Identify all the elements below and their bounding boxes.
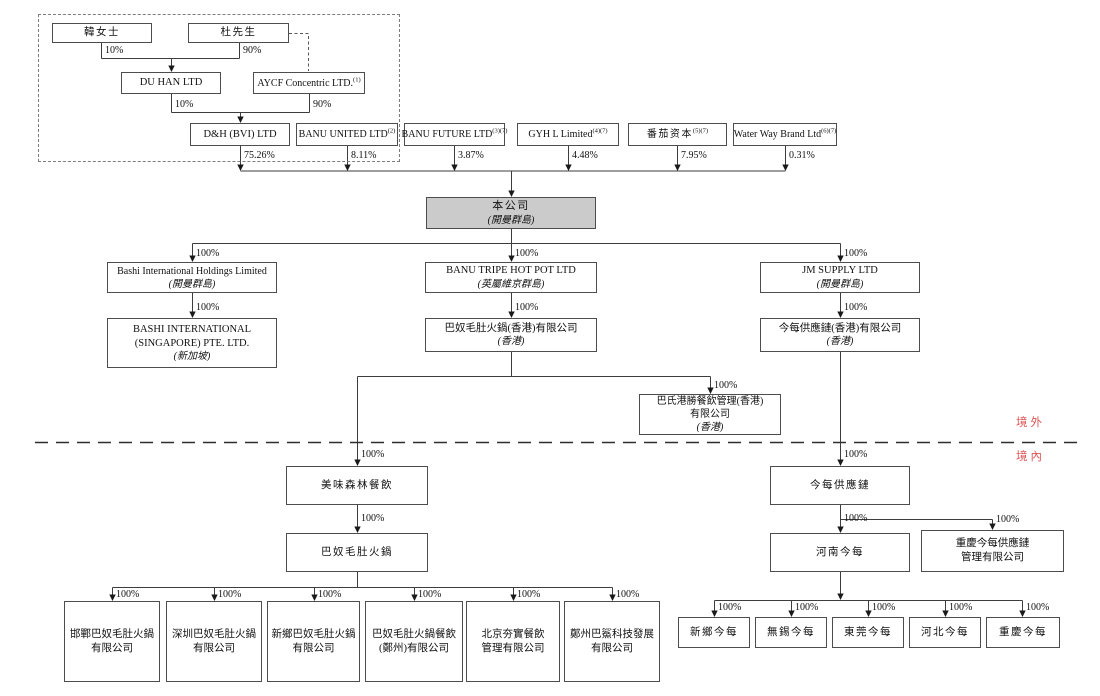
pct-to-chongqing-jinmei: 100% — [1026, 602, 1050, 613]
pct-tomato-to-company: 7.95% — [681, 150, 707, 161]
node-chongqing-jinmei: 重慶今每 — [986, 617, 1060, 648]
pct-to-zhengzhou-banu: 100% — [418, 589, 442, 600]
footnote-ref: (4)(7) — [592, 127, 608, 135]
node-mr-du: 杜先生 — [188, 23, 289, 43]
pct-company-to-bashi: 100% — [196, 248, 220, 259]
pct-to-handan: 100% — [116, 589, 140, 600]
footnote-ref: (1) — [353, 76, 361, 84]
pct-banu-hk-to-meiwei: 100% — [361, 449, 385, 460]
pct-duhan-to-dh: 10% — [175, 99, 194, 110]
pct-waterway-to-company: 0.31% — [789, 150, 815, 161]
pct-to-zhengzhou-basha: 100% — [616, 589, 640, 600]
node-bashi-singapore: BASHI INTERNATIONAL (SINGAPORE) PTE. LTD… — [107, 318, 277, 368]
node-jm-supply-ltd: JM SUPPLY LTD (開曼群島) — [760, 262, 920, 293]
node-banu-tripe-hot-pot: BANU TRIPE HOT POT LTD (英屬維京群島) — [425, 262, 597, 293]
pct-bashi-to-singapore: 100% — [196, 302, 220, 313]
node-henan-jinmei: 河南今每 — [770, 533, 910, 572]
pct-tripe-to-banu-hk: 100% — [515, 302, 539, 313]
pct-banu-hk-to-gangsheng: 100% — [714, 380, 738, 391]
node-tomato-capital: 番茄资本(5)(7) — [628, 123, 727, 146]
node-banu-hk: 巴奴毛肚火鍋(香港)有限公司 (香港) — [425, 318, 597, 352]
node-dongguan-jinmei: 東莞今每 — [832, 617, 904, 648]
node-banu-maodu-huoguo: 巴奴毛肚火鍋 — [286, 533, 428, 572]
footnote-ref: (3)(7) — [492, 127, 508, 135]
node-zhengzhou-banu: 巴奴毛肚火鍋餐飲(鄭州)有限公司 — [365, 601, 463, 682]
pct-han-to-duhan: 10% — [105, 45, 124, 56]
pct-company-to-jm-supply: 100% — [844, 248, 868, 259]
node-ms-han: 韓女士 — [52, 23, 152, 43]
node-handan-banu: 邯鄲巴奴毛肚火鍋有限公司 — [64, 601, 160, 682]
node-xinxiang-jinmei: 新鄉今每 — [678, 617, 750, 648]
pct-gyh-to-company: 4.48% — [572, 150, 598, 161]
ownership-lines — [101, 43, 1023, 611]
founders-group-outline — [38, 14, 400, 162]
node-du-han-ltd: DU HAN LTD — [121, 72, 221, 94]
node-gyh-l-limited: GYH L Limited(4)(7) — [517, 123, 619, 146]
du-to-aycf-dashed-line — [289, 33, 309, 71]
node-jinmei-hk: 今每供應鏈(香港)有限公司 (香港) — [760, 318, 920, 352]
pct-jinmei-hk-to-supply: 100% — [844, 449, 868, 460]
node-wuxi-jinmei: 無錫今每 — [755, 617, 827, 648]
pct-company-to-banu-tripe: 100% — [515, 248, 539, 259]
node-the-company: 本公司 (開曼群島) — [426, 197, 596, 229]
pct-to-shenzhen: 100% — [218, 589, 242, 600]
node-meiwei-senlin: 美味森林餐飲 — [286, 466, 428, 505]
pct-supply-to-henan: 100% — [844, 513, 868, 524]
node-water-way-brand: Water Way Brand Ltd(6)(7) — [733, 123, 837, 146]
label-onshore: 境內 — [1016, 451, 1045, 463]
pct-to-wuxi-jinmei: 100% — [795, 602, 819, 613]
pct-to-hebei-jinmei: 100% — [949, 602, 973, 613]
label-offshore: 境外 — [1016, 417, 1045, 429]
node-shenzhen-banu: 深圳巴奴毛肚火鍋有限公司 — [166, 601, 262, 682]
node-xinxiang-banu: 新鄉巴奴毛肚火鍋有限公司 — [267, 601, 360, 682]
footnote-ref: (6)(7) — [821, 127, 837, 135]
pct-aycf-to-dh: 90% — [313, 99, 332, 110]
node-zhengzhou-basha: 鄭州巴鯊科技發展有限公司 — [564, 601, 660, 682]
node-banu-united-ltd: BANU UNITED LTD(2) — [296, 123, 398, 146]
pct-to-beijing-hangshi: 100% — [517, 589, 541, 600]
pct-to-dongguan-jinmei: 100% — [872, 602, 896, 613]
node-chongqing-jinmei-supply: 重慶今每供應鏈 管理有限公司 — [921, 530, 1064, 572]
node-hebei-jinmei: 河北今每 — [909, 617, 981, 648]
node-aycf-concentric: AYCF Concentric LTD.(1) — [253, 72, 365, 94]
pct-banu-future-to-company: 3.87% — [458, 150, 484, 161]
node-dh-bvi-ltd: D&H (BVI) LTD — [190, 123, 290, 146]
node-beijing-hangshi: 北京夯實餐飲管理有限公司 — [466, 601, 560, 682]
footnote-ref: (2) — [387, 127, 396, 135]
pct-dh-to-company: 75.26% — [244, 150, 275, 161]
pct-supply-to-chongqing-supply: 100% — [996, 514, 1020, 525]
pct-jm-to-jinmei-hk: 100% — [844, 302, 868, 313]
footnote-ref: (5)(7) — [692, 127, 709, 135]
pct-meiwei-to-banu-maodu: 100% — [361, 513, 385, 524]
pct-du-to-duhan: 90% — [243, 45, 262, 56]
pct-to-xinxiang-banu: 100% — [318, 589, 342, 600]
node-bashi-holdings: Bashi International Holdings Limited (開曼… — [107, 262, 277, 293]
pct-banu-united-to-company: 8.11% — [351, 150, 377, 161]
pct-to-xinxiang-jinmei: 100% — [718, 602, 742, 613]
arrowheads — [109, 65, 1026, 617]
node-banu-future-ltd: BANU FUTURE LTD(3)(7) — [402, 123, 508, 146]
node-jinmei-supply-chain: 今每供應鏈 — [770, 466, 910, 505]
node-bashi-gangsheng: 巴氏港勝餐飲管理(香港) 有限公司 (香港) — [639, 394, 781, 435]
